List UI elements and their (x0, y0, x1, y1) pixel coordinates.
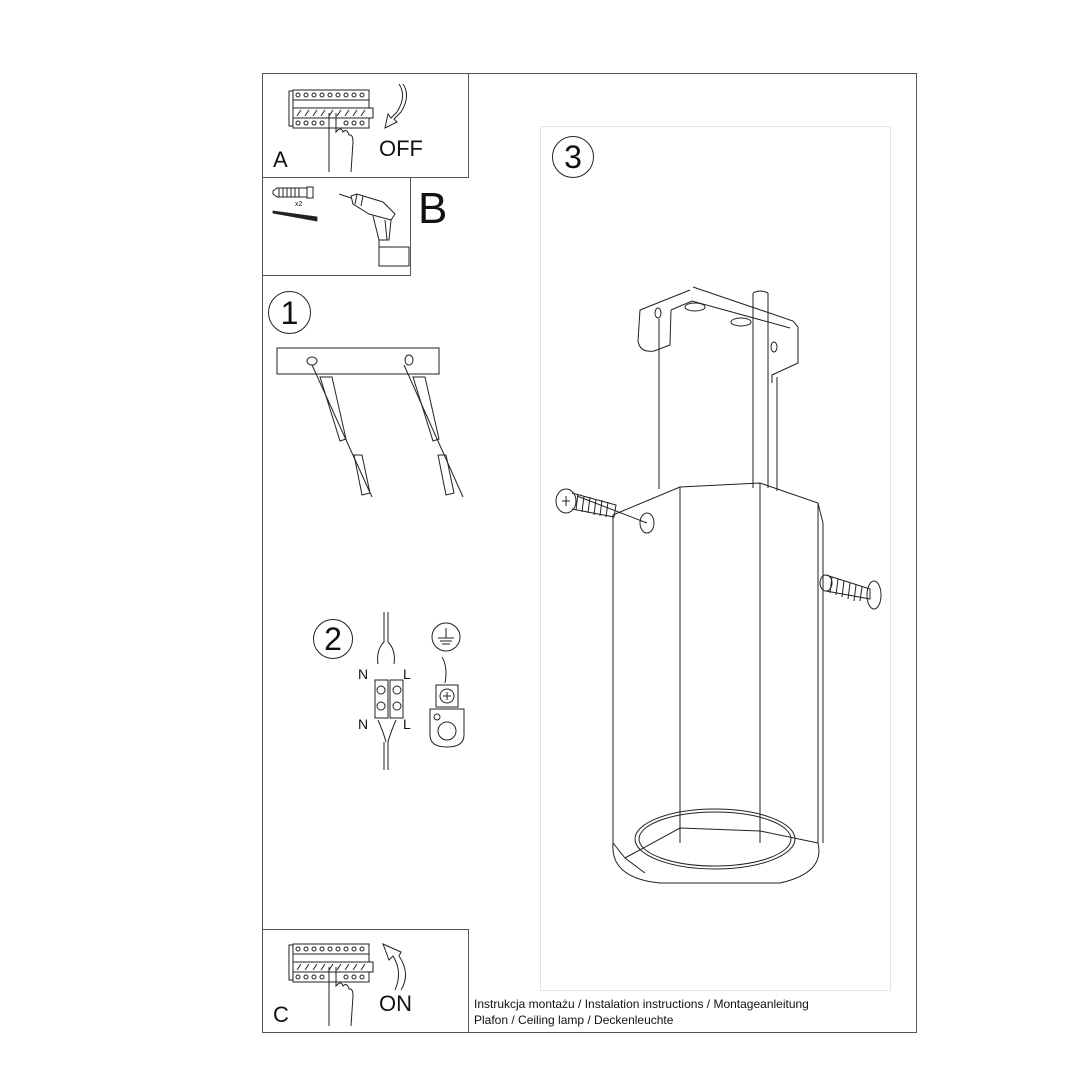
terminal-block-icon (374, 612, 404, 770)
step-3-badge: 3 (552, 136, 594, 178)
hexagonal-ceiling-lamp-assembly-icon (555, 286, 882, 884)
step-2-badge: 2 (313, 619, 353, 659)
circuit-breaker-icon (288, 89, 374, 173)
footer-product-type: Plafon / Ceiling lamp / Deckenleuchte (474, 1013, 674, 1027)
wire-label-n-bottom: N (358, 716, 369, 732)
instruction-sheet (262, 73, 917, 1033)
arrow-down-icon (384, 83, 407, 129)
panel-c-power-on: ON C (262, 929, 469, 1033)
panel-b-tools: x2 B (262, 177, 447, 276)
wire-label-n-top: N (358, 666, 369, 682)
ground-symbol-icon (431, 622, 461, 652)
panel-letter-b: B (418, 184, 448, 233)
ground-terminal-icon (429, 656, 465, 748)
footer-title-instructions: Instrukcja montażu / Instalation instruc… (474, 997, 809, 1011)
wire-label-l-top: L (403, 666, 411, 682)
panel-letter-c: C (273, 1002, 289, 1027)
step-1-badge: 1 (268, 291, 311, 334)
step-3-frame (540, 126, 891, 991)
off-label: OFF (379, 136, 423, 161)
drill-icon (338, 193, 410, 267)
on-label: ON (379, 991, 412, 1016)
circuit-breaker-icon (288, 943, 374, 1027)
wall-plug-icon (272, 186, 314, 199)
mounting-plate-with-anchors-icon (276, 347, 464, 498)
arrow-up-icon (382, 943, 406, 991)
screw-icon (272, 210, 318, 222)
wire-label-l-bottom: L (403, 716, 411, 732)
quantity-label: x2 (295, 201, 303, 208)
panel-a-power-off: OFF A (262, 73, 469, 178)
panel-letter-a: A (273, 147, 288, 172)
